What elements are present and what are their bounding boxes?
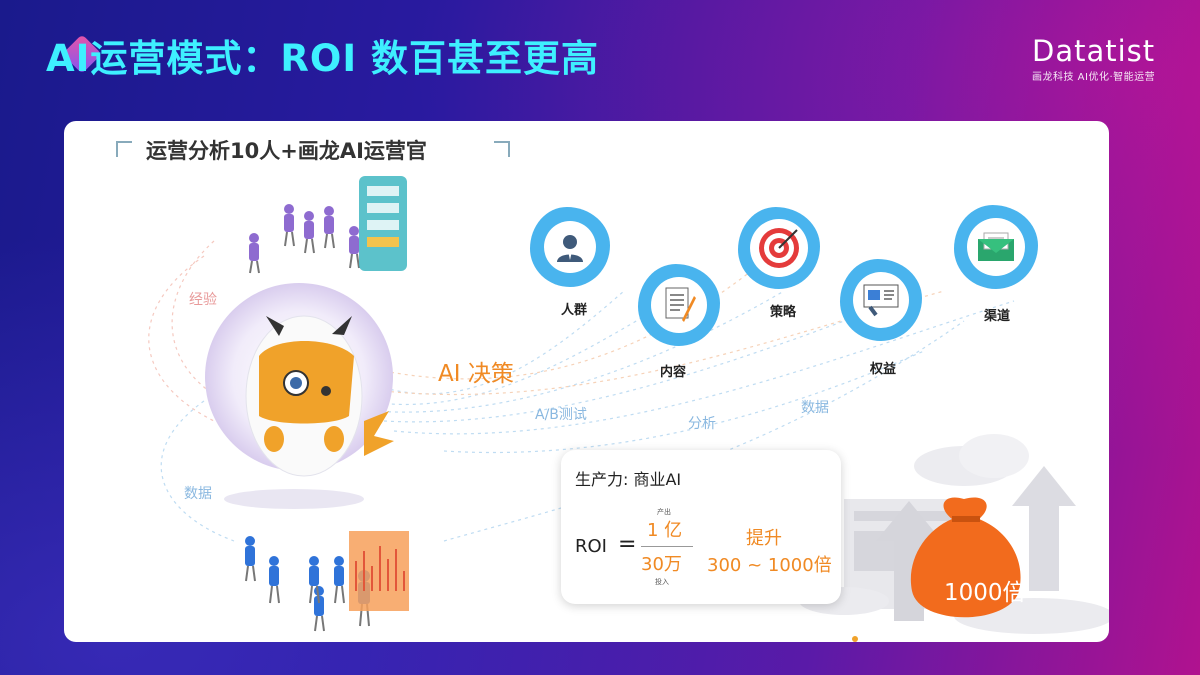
ai-decision-label: AI 决策 [438, 361, 514, 387]
left-bracket [116, 141, 132, 157]
productivity-header: 生产力: 商业AI [575, 470, 682, 489]
people-label: 人群 [561, 303, 588, 318]
flow-label-data-right: 数据 [801, 400, 829, 416]
channel-label: 渠道 [984, 309, 1011, 324]
logo-tagline: 画龙科技 AI优化·智能运营 [1032, 72, 1156, 83]
rights-icon [853, 272, 909, 328]
improve-value: 300 ~ 1000倍 [707, 555, 832, 576]
flow-label-experience: 经验 [189, 292, 217, 308]
flow-label-data-left: 数据 [184, 486, 212, 502]
content-label: 内容 [660, 365, 687, 380]
logo-brand: Datatist [1032, 34, 1156, 68]
roi-equals: = [618, 532, 637, 557]
rights-label: 权益 [870, 362, 897, 377]
denominator-note: 投入 [655, 578, 669, 586]
content-card: 运营分析10人+画龙AI运营官 [64, 121, 1109, 642]
roi-numerator: 1 亿 [647, 520, 683, 541]
company-logo: Datatist 画龙科技 AI优化·智能运营 [1032, 36, 1155, 83]
target-label: 策略 [770, 305, 797, 320]
channel-bubble [954, 205, 1038, 289]
improve-label: 提升 [746, 528, 782, 549]
right-bracket [494, 141, 510, 157]
roi-denominator: 30万 [641, 554, 682, 575]
productivity-card: 生产力: 商业AI 产出 1 亿 30万 投入 ROI = 提升 300 ~ 1… [561, 450, 841, 604]
money-bag-label: 1000倍 [944, 580, 1026, 606]
fraction-line [641, 546, 693, 547]
flow-label-analysis: 分析 [688, 416, 716, 432]
people-bubble [530, 207, 610, 287]
rights-bubble [840, 259, 922, 341]
card-subtitle: 运营分析10人+画龙AI运营官 [146, 139, 427, 163]
content-icon [651, 277, 707, 333]
numerator-note: 产出 [657, 508, 671, 516]
target-icon [750, 219, 808, 277]
people-icon [544, 221, 596, 273]
envelope-icon [967, 218, 1025, 276]
slide-title: AI运营模式：ROI 数百甚至更高 [46, 37, 599, 80]
roi-label: ROI [575, 536, 607, 557]
flow-illustration [148, 176, 1109, 642]
content-bubble [638, 264, 720, 346]
flow-label-ab-test: A/B测试 [535, 407, 587, 423]
target-bubble [738, 207, 820, 289]
